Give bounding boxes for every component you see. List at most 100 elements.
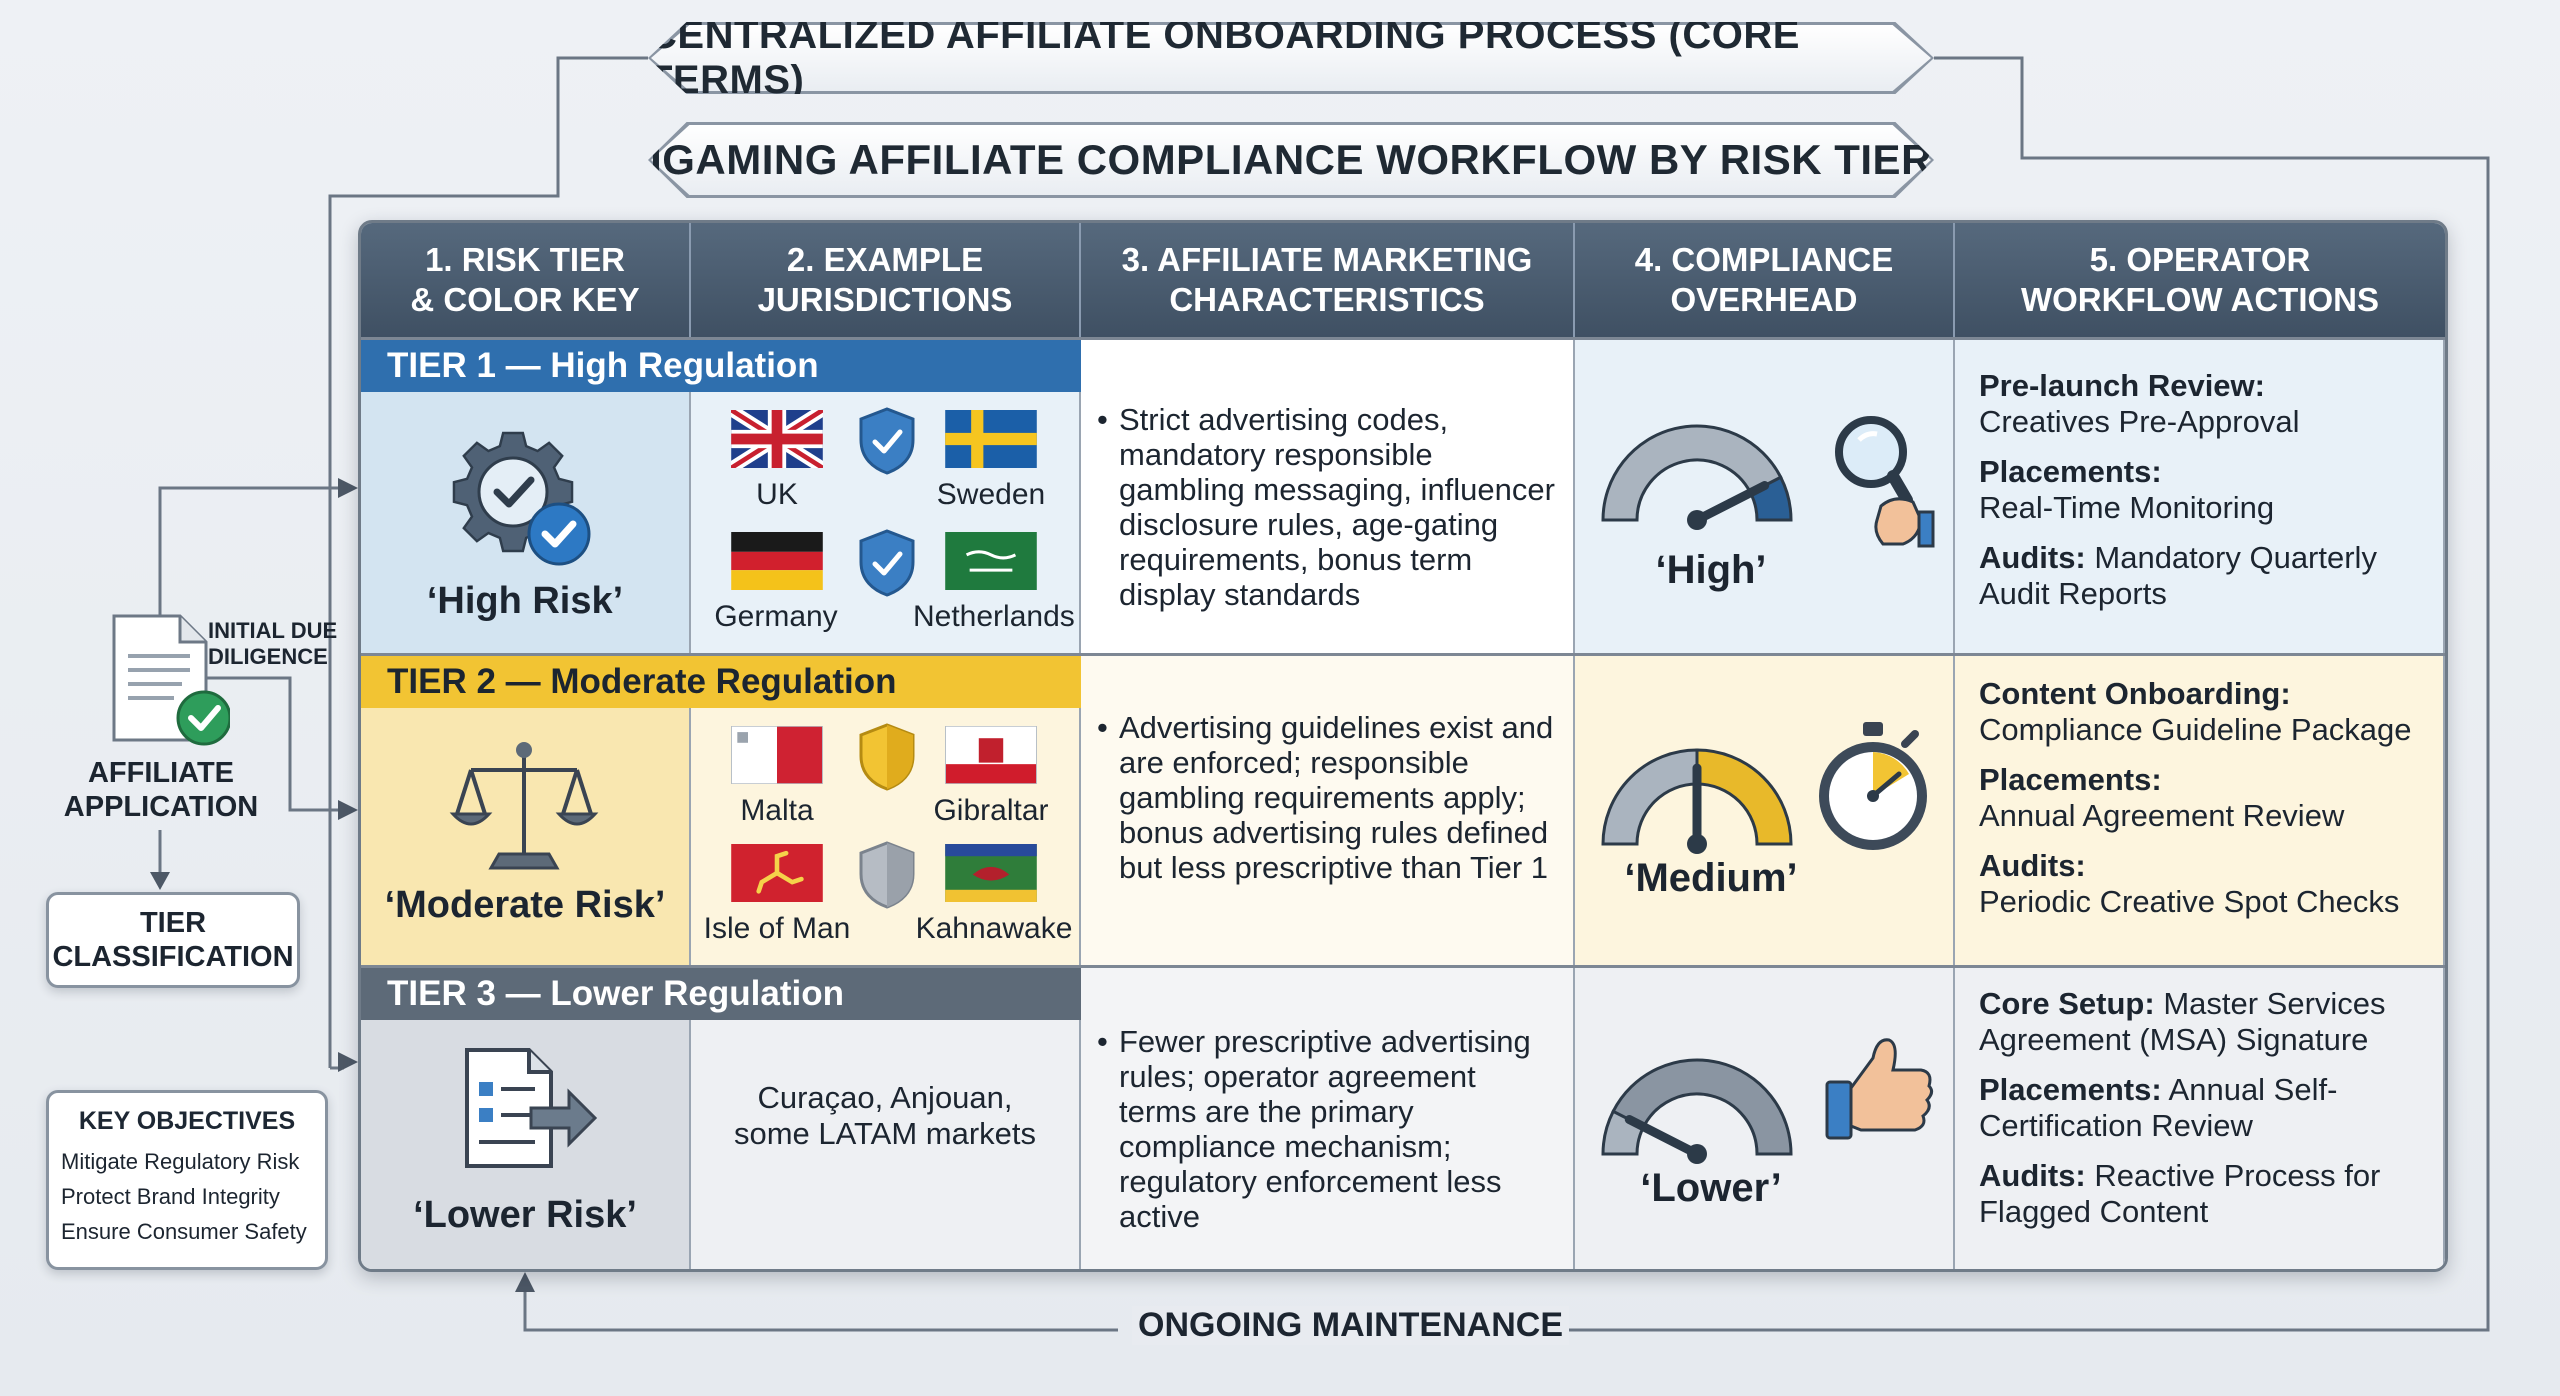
tier-2-row: ‘Moderate Risk’ Malta Gibraltar	[361, 653, 2445, 965]
column-header-risk-tier: 1. RISK TIER & COLOR KEY	[361, 223, 691, 337]
tier-3-actions: Core Setup: Master Services Agreement (M…	[1979, 986, 2429, 1244]
action-label: Core Setup:	[1979, 986, 2155, 1021]
jurisdiction-name: Sweden	[936, 478, 1046, 511]
tier-1-actions: Pre-launch Review:Creatives Pre-Approval…	[1979, 368, 2429, 626]
action-label: Audits:	[1979, 540, 2086, 575]
gauge-medium-icon	[1601, 748, 1793, 854]
tier-3-overhead-label: ‘Lower’	[1640, 1166, 1782, 1210]
jurisdiction-name: Netherlands	[913, 600, 1075, 633]
tier-3-overhead-cell: ‘Lower’	[1575, 968, 1955, 1269]
magnifier-hand-icon	[1835, 416, 1935, 548]
tier-2-actions-cell: Content Onboarding:Compliance Guideline …	[1955, 656, 2445, 965]
tier-1-characteristics-text: Strict advertising codes, mandatory resp…	[1095, 402, 1559, 612]
action-text: Reactive Process for Flagged Content	[1979, 1158, 2381, 1229]
gibraltar-flag-icon	[945, 726, 1037, 784]
tier-1-key-cell: ‘High Risk’	[361, 340, 691, 653]
action-label: Pre-launch Review:	[1979, 368, 2265, 403]
tier-1-actions-cell: Pre-launch Review:Creatives Pre-Approval…	[1955, 340, 2445, 653]
jurisdiction-name: Malta	[740, 794, 814, 827]
tier-1-band: TIER 1 — High Regulation	[361, 340, 1081, 392]
column-header-jurisdictions: 2. EXAMPLE JURISDICTIONS	[691, 223, 1081, 337]
tier-classification-label: TIER CLASSIFICATION	[52, 907, 294, 973]
affiliate-application-label: AFFILIATE APPLICATION	[63, 757, 259, 823]
document-check-icon	[112, 614, 230, 746]
column-header-characteristics: 3. AFFILIATE MARKETING CHARACTERISTICS	[1081, 223, 1575, 337]
action-item: Pre-launch Review:Creatives Pre-Approval	[1979, 368, 2429, 440]
tier-1-overhead-label: ‘High’	[1655, 548, 1767, 592]
tier-1-risk-label: ‘High Risk’	[426, 580, 624, 622]
ongoing-maintenance-label: ONGOING MAINTENANCE	[1132, 1306, 1569, 1345]
tier-2-band: TIER 2 — Moderate Regulation	[361, 656, 1081, 708]
main-title-text: IGAMING AFFILIATE COMPLIANCE WORKFLOW BY…	[650, 136, 1932, 183]
tier-2-characteristics-cell: Advertising guidelines exist and are enf…	[1081, 656, 1575, 965]
action-label: Audits:	[1979, 1158, 2086, 1193]
action-label: Placements:	[1979, 1072, 2162, 1107]
gauge-hub	[1687, 1144, 1707, 1164]
jurisdiction-name: Kahnawake	[915, 912, 1073, 945]
action-text: Annual Agreement Review	[1979, 798, 2345, 833]
tier-1-row: ‘High Risk’ UK Sweden	[361, 337, 2445, 653]
tier-3-characteristics-cell: Fewer prescriptive advertising rules; op…	[1081, 968, 1575, 1269]
thumbs-up-icon	[1825, 1038, 1934, 1140]
action-item: Placements:Annual Agreement Review	[1979, 762, 2429, 834]
action-item: Audits: Reactive Process for Flagged Con…	[1979, 1158, 2429, 1230]
objective-item: Mitigate Regulatory Risk	[61, 1149, 300, 1174]
tier-2-characteristics-text: Advertising guidelines exist and are enf…	[1095, 710, 1559, 885]
gauge-hub	[1687, 510, 1707, 530]
tier-2-overhead-label: ‘Medium’	[1624, 856, 1798, 900]
action-text: Compliance Guideline Package	[1979, 712, 2412, 747]
tier-3-jurisdictions-text: Curaçao, Anjouan, some LATAM markets	[733, 1080, 1037, 1151]
compliance-matrix: 1. RISK TIER & COLOR KEY 2. EXAMPLE JURI…	[358, 220, 2448, 1272]
tier-2-overhead-cell: ‘Medium’	[1575, 656, 1955, 965]
key-objectives-title: KEY OBJECTIVES	[78, 1107, 296, 1135]
tier-1-overhead-cell: ‘High’	[1575, 340, 1955, 653]
document-arrow-icon	[465, 1048, 598, 1168]
objective-item: Ensure Consumer Safety	[61, 1219, 307, 1244]
shield-check-icon	[859, 407, 915, 475]
key-objectives-box: KEY OBJECTIVES Mitigate Regulatory Risk …	[46, 1090, 328, 1270]
column-header-workflow-actions: 5. OPERATOR WORKFLOW ACTIONS	[2020, 241, 2380, 318]
tier-3-row: ‘Lower Risk’ Curaçao, Anjouan, some LATA…	[361, 965, 2445, 1269]
gauge-needle	[1692, 480, 1770, 525]
gauge-hub	[1687, 834, 1707, 854]
malta-flag-icon	[731, 726, 823, 784]
process-banner-text: CENTRALIZED AFFILIATE ONBOARDING PROCESS…	[648, 13, 1800, 102]
germany-flag-icon	[731, 532, 823, 590]
action-item: Content Onboarding:Compliance Guideline …	[1979, 676, 2429, 748]
jurisdiction-name: Gibraltar	[933, 794, 1049, 827]
tier-3-band: TIER 3 — Lower Regulation	[361, 968, 1081, 1020]
gauge-fill	[1611, 1058, 1793, 1156]
tier-3-risk-label: ‘Lower Risk’	[413, 1194, 637, 1236]
action-label: Placements:	[1979, 454, 2162, 489]
shield-icon	[859, 841, 915, 909]
scales-icon	[449, 742, 599, 870]
action-text: Periodic Creative Spot Checks	[1979, 884, 2400, 919]
uk-flag-icon	[731, 410, 823, 468]
jurisdiction-name: Germany	[714, 600, 838, 633]
matrix-header-row: 1. RISK TIER & COLOR KEY 2. EXAMPLE JURI…	[361, 223, 2445, 337]
gauge-track	[1601, 748, 1699, 846]
objective-item: Protect Brand Integrity	[61, 1184, 280, 1209]
action-text: Real-Time Monitoring	[1979, 490, 2275, 525]
tier-3-characteristics-text: Fewer prescriptive advertising rules; op…	[1095, 1024, 1559, 1234]
gauge-lower-icon	[1601, 1058, 1793, 1164]
gear-check-icon	[452, 431, 591, 566]
tier-classification-box: TIER CLASSIFICATION	[46, 892, 300, 988]
action-item: Audits:Periodic Creative Spot Checks	[1979, 848, 2429, 920]
action-text: Creatives Pre-Approval	[1979, 404, 2300, 439]
action-item: Placements:Real-Time Monitoring	[1979, 454, 2429, 526]
shield-check-icon	[859, 529, 915, 597]
tier-1-characteristics-cell: Strict advertising codes, mandatory resp…	[1081, 340, 1575, 653]
tier-3-actions-cell: Core Setup: Master Services Agreement (M…	[1955, 968, 2445, 1269]
action-label: Audits:	[1979, 848, 2086, 883]
gauge-fill	[1695, 748, 1793, 846]
gauge-high-icon	[1601, 424, 1793, 530]
action-text: Master Services Agreement (MSA) Signatur…	[1979, 986, 2386, 1057]
action-text: Annual Self-Certification Review	[1979, 1072, 2338, 1143]
gauge-needle	[1624, 1114, 1702, 1159]
tier-2-actions: Content Onboarding:Compliance Guideline …	[1979, 676, 2429, 934]
due-diligence-label: INITIAL DUE DILIGENCE	[208, 618, 338, 669]
netherlands-flag-icon	[945, 532, 1037, 590]
kahnawake-flag-icon	[945, 844, 1037, 902]
action-label: Content Onboarding:	[1979, 676, 2291, 711]
